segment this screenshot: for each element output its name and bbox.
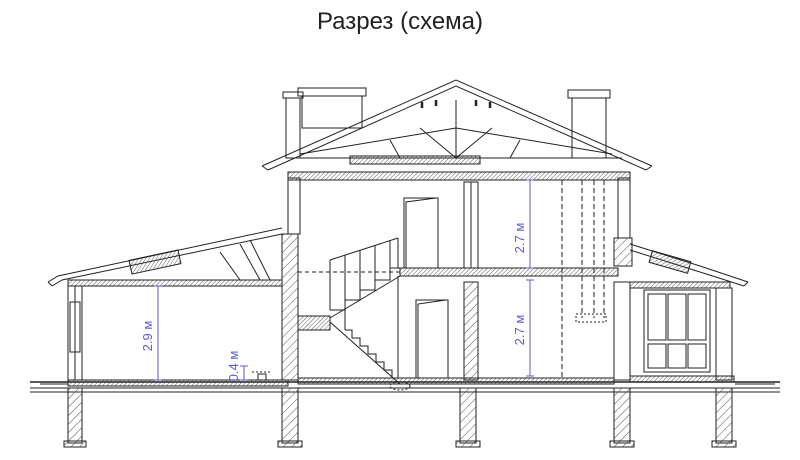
main-walls — [281, 177, 633, 381]
left-wing-height-label: 2.9 м — [140, 321, 155, 352]
lower-floor-height-label: 2.7 м — [512, 315, 527, 346]
step-height-label: 0.4 м — [226, 351, 241, 382]
main-roof — [261, 79, 653, 171]
upper-floor-height-label: 2.7 м — [512, 223, 527, 254]
left-wing — [47, 227, 289, 387]
doors — [403, 197, 449, 379]
chimneys — [282, 87, 611, 378]
step-detail — [252, 371, 270, 380]
staircase — [297, 237, 411, 391]
dimension-lines — [154, 179, 534, 381]
foundations — [63, 387, 737, 448]
floor-slabs — [287, 171, 631, 385]
drawing-title: Разрез (схема) — [316, 8, 484, 35]
right-wing — [629, 243, 749, 383]
